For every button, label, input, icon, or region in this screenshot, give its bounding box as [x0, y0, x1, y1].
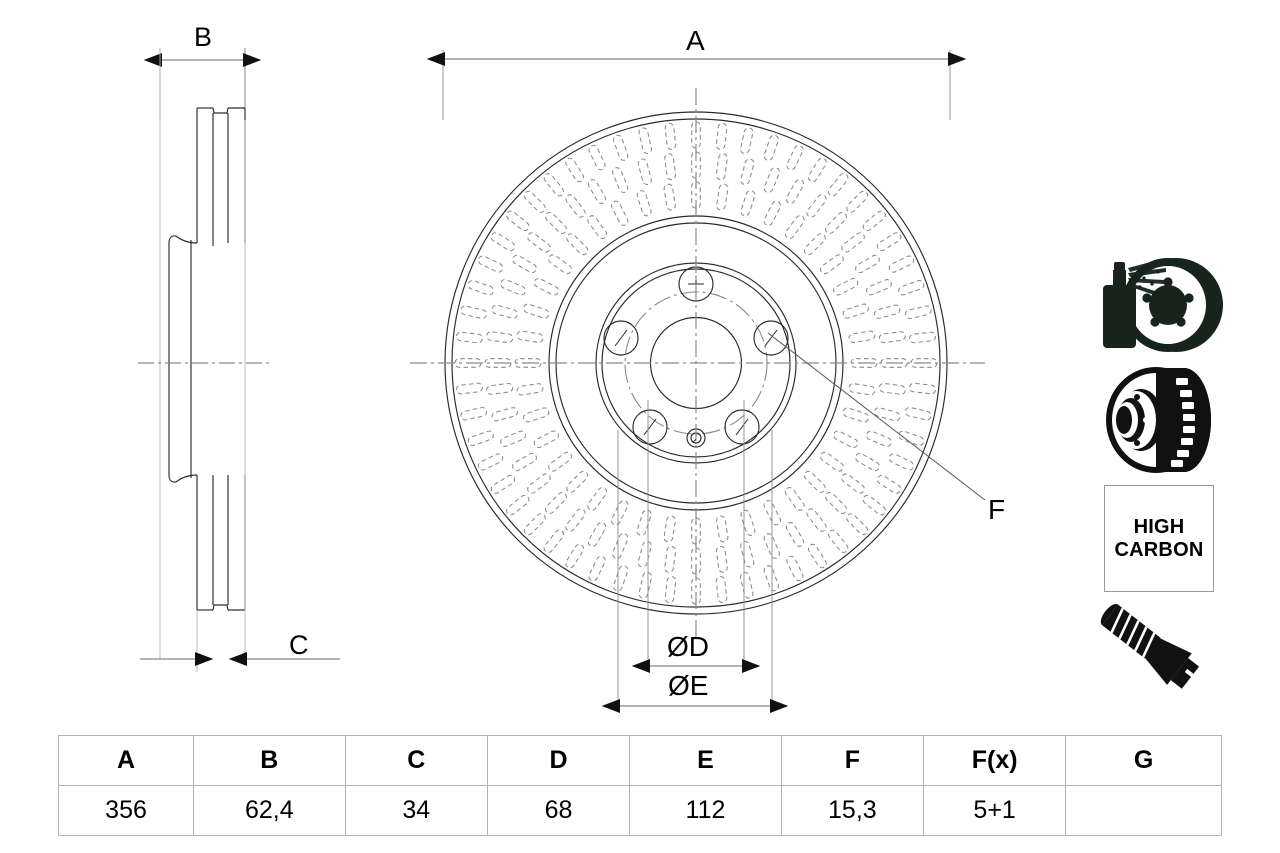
spray-coating-disc-icon	[1103, 258, 1223, 352]
dimension-label-F: F	[988, 494, 1006, 525]
table-header-F: F	[780, 735, 925, 786]
diameter-projection-lines	[617, 400, 773, 712]
table-header-G: G	[1065, 735, 1222, 786]
table-header-E: E	[629, 735, 782, 786]
high-carbon-badge: HIGH CARBON	[1104, 485, 1214, 592]
leader-line-F	[767, 332, 986, 501]
front-view	[410, 50, 986, 713]
table-value-E: 112	[629, 785, 782, 836]
dimension-table: A B C D E F F(x) G 356 62,4 34 68 112 15…	[57, 735, 1222, 836]
table-header-Fx: F(x)	[922, 735, 1067, 786]
table-value-D: 68	[486, 785, 631, 836]
dimension-label-A: A	[686, 25, 705, 56]
table-header-A: A	[57, 735, 195, 786]
countersunk-screw-icon	[1100, 604, 1200, 689]
dimension-label-E: ØE	[668, 670, 709, 701]
table-header-D: D	[486, 735, 631, 786]
table-value-Fx: 5+1	[922, 785, 1067, 836]
side-extension-lines	[159, 48, 246, 672]
table-value-F: 15,3	[780, 785, 925, 836]
bolt-hole-marks	[614, 276, 778, 436]
table-header-C: C	[344, 735, 488, 786]
ventilated-disc-icon	[1106, 367, 1211, 473]
dimension-label-D: ØD	[667, 631, 709, 662]
dimension-label-B: B	[194, 22, 213, 52]
dimension-A	[426, 50, 967, 120]
high-carbon-line2: CARBON	[1114, 538, 1204, 561]
table-value-row: 356 62,4 34 68 112 15,3 5+1	[57, 785, 1222, 836]
table-header-B: B	[193, 735, 346, 786]
side-section-view	[138, 48, 340, 672]
front-center-lines	[410, 88, 985, 640]
table-value-B: 62,4	[193, 785, 346, 836]
table-value-C: 34	[344, 785, 488, 836]
disc-cross-section	[168, 107, 246, 611]
high-carbon-line1: HIGH	[1133, 515, 1185, 538]
table-header-row: A B C D E F F(x) G	[57, 735, 1222, 786]
table-value-G	[1065, 785, 1222, 836]
dimension-B	[143, 48, 262, 120]
table-value-A: 356	[57, 785, 195, 836]
dimension-label-C: C	[289, 630, 309, 660]
